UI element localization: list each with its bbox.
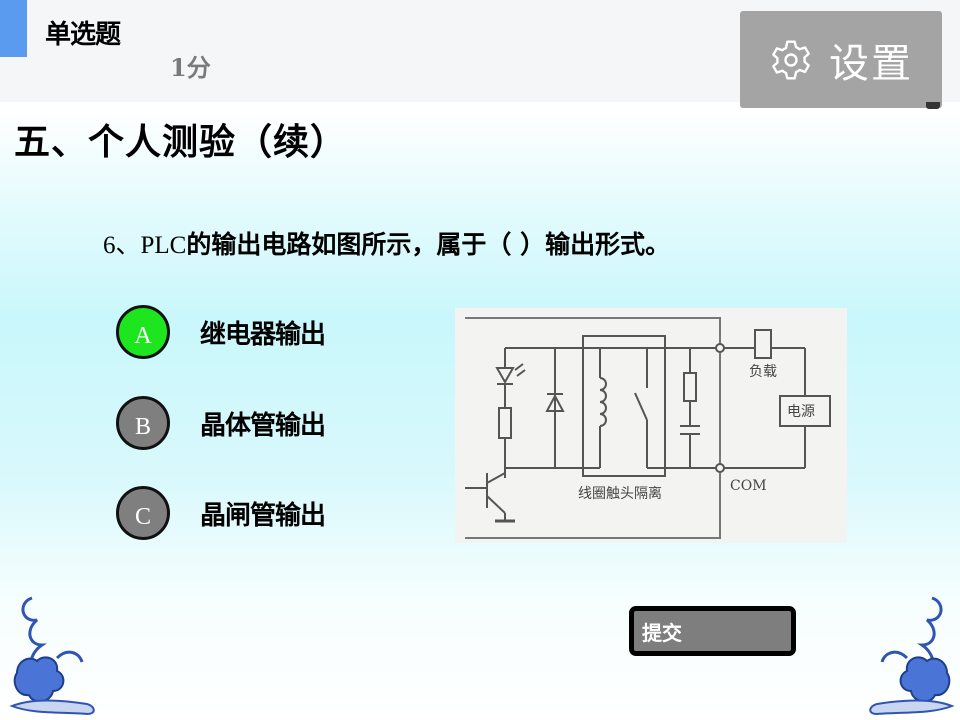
- question-number: 6、PLC: [103, 232, 187, 259]
- option-a[interactable]: A 继电器输出: [116, 305, 326, 359]
- diagram-isolation-label: 线圈触头隔离: [578, 485, 662, 502]
- question-text: 6、PLC的输出电路如图所示，属于（ ）输出形式。: [103, 225, 670, 261]
- option-c[interactable]: C 晶闸管输出: [116, 486, 326, 540]
- question-score: 1分: [170, 53, 211, 82]
- question-body: 的输出电路如图所示，属于（ ）输出形式。: [186, 230, 671, 259]
- option-b-bubble[interactable]: B: [116, 396, 170, 450]
- question-type: 单选题: [45, 20, 121, 50]
- slide-title: 五、个人测验（续）: [14, 122, 348, 163]
- diagram-com-label: COM: [730, 478, 767, 494]
- corner-ornament-left-icon: [9, 596, 95, 716]
- option-a-label[interactable]: 继电器输出: [200, 319, 326, 350]
- submit-label: 提交: [642, 620, 682, 645]
- settings-label: 设置: [829, 40, 913, 87]
- settings-button[interactable]: 设置: [740, 11, 942, 108]
- option-c-bubble[interactable]: C: [116, 486, 170, 540]
- option-c-label[interactable]: 晶闸管输出: [200, 500, 326, 531]
- gear-icon: [772, 39, 810, 80]
- diagram-load-label: 负载: [749, 364, 777, 380]
- diagram-power-label: 电源: [787, 404, 815, 420]
- submit-button[interactable]: 提交: [629, 606, 796, 656]
- relay-output-circuit-diagram: 负载 电源 COM 线圈触头隔离: [455, 308, 847, 543]
- settings-shadow: [926, 102, 940, 109]
- question-type-marker: [0, 0, 27, 57]
- option-a-bubble[interactable]: A: [116, 305, 170, 359]
- option-b-label[interactable]: 晶体管输出: [200, 410, 326, 441]
- option-b[interactable]: B 晶体管输出: [116, 396, 326, 450]
- corner-ornament-right-icon: [869, 596, 955, 716]
